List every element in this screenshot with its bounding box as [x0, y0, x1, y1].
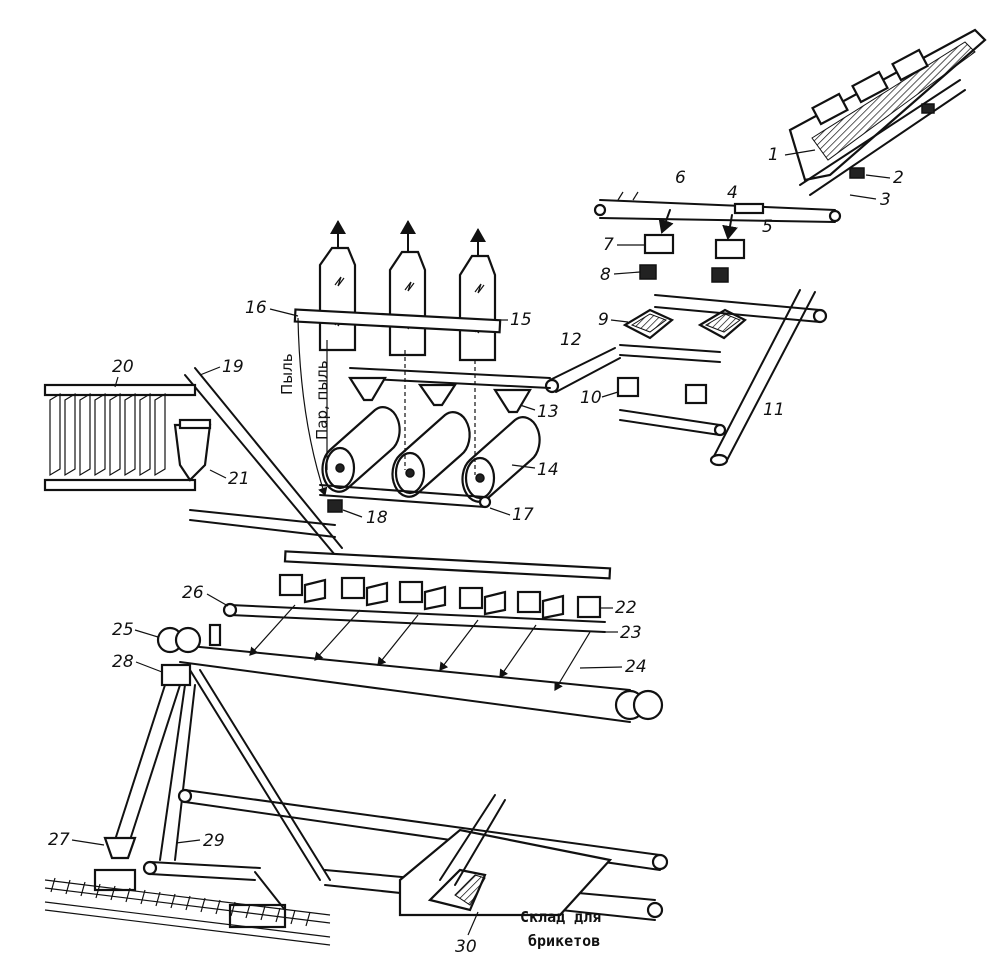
label-2: 2: [893, 168, 904, 188]
warehouse-label-line2: брикетов: [528, 932, 600, 950]
label-22: 22: [615, 598, 637, 618]
label-7: 7: [603, 235, 614, 255]
label-8: 8: [600, 265, 611, 285]
warehouse-label-line1: Склад для: [520, 908, 601, 926]
cooler-20: [43, 383, 336, 538]
label-6: 6: [675, 168, 686, 188]
label-30: 30: [455, 937, 477, 957]
conveyor-11: [709, 289, 816, 467]
loading-section: [44, 663, 669, 946]
label-4: 4: [727, 183, 738, 203]
press-line: [156, 550, 664, 723]
raw-coal-bunker: [788, 28, 987, 196]
label-5: 5: [762, 217, 773, 237]
conveyor-12: [544, 347, 621, 394]
label-14: 14: [537, 460, 559, 480]
label-11: 11: [763, 400, 785, 420]
label-13: 13: [537, 402, 559, 422]
steam-dust-label: Пар, пыль: [313, 360, 331, 440]
label-18: 18: [366, 508, 388, 528]
dryer-section: [293, 220, 551, 513]
label-15: 15: [510, 310, 532, 330]
label-9: 9: [598, 310, 609, 330]
label-21: 21: [228, 469, 250, 489]
dust-label: Пыль: [278, 353, 296, 395]
label-17: 17: [512, 505, 534, 525]
label-25: 25: [112, 620, 134, 640]
label-27: 27: [48, 830, 70, 850]
label-24: 24: [625, 657, 647, 677]
label-1: 1: [768, 145, 779, 165]
label-10: 10: [580, 388, 602, 408]
conveyor-19: [184, 367, 343, 556]
label-23: 23: [620, 623, 642, 643]
crushing-screening-line: [616, 209, 828, 437]
label-3: 3: [880, 190, 891, 210]
label-26: 26: [182, 583, 204, 603]
label-28: 28: [112, 652, 134, 672]
label-29: 29: [203, 831, 225, 851]
label-20: 20: [112, 357, 134, 377]
label-19: 19: [222, 357, 244, 377]
number-labels: 1 2 3 4 5 6 7 8 9 10 11 12 13 14 15 16 1…: [48, 145, 904, 957]
conveyor-5: [593, 191, 842, 223]
label-12: 12: [560, 330, 582, 350]
label-16: 16: [245, 298, 267, 318]
